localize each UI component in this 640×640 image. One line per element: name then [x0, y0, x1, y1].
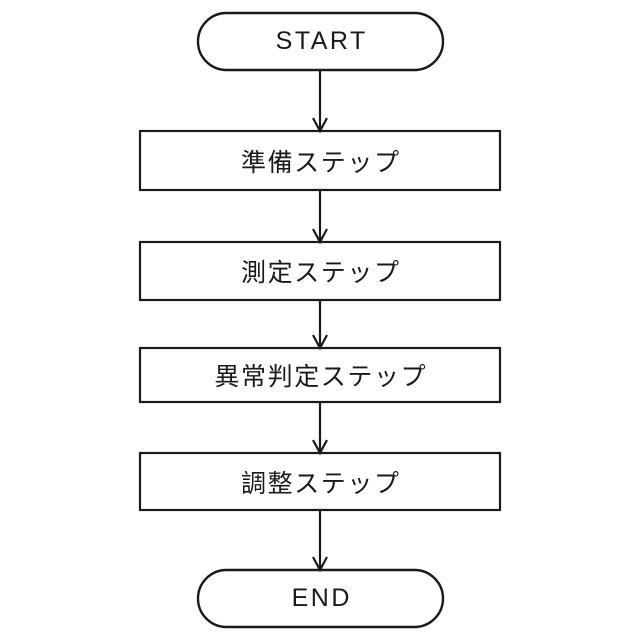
node-step-preparation[interactable] [138, 129, 502, 192]
node-step-measurement[interactable] [138, 240, 502, 302]
connector-measurement-to-abnormality [312, 300, 328, 351]
node-step-adjustment[interactable] [138, 451, 502, 512]
connector-adjustment-to-end [312, 510, 328, 573]
node-end[interactable] [196, 568, 445, 629]
connector-preparation-to-measurement [312, 190, 328, 245]
connector-start-to-preparation [312, 70, 328, 134]
node-start[interactable] [196, 11, 445, 72]
arrowhead-icon [312, 439, 328, 456]
arrowhead-icon [312, 228, 328, 245]
connector-abnormality-to-adjustment [312, 402, 328, 456]
node-step-abnormality-judgement[interactable] [138, 346, 502, 404]
arrowhead-icon [312, 117, 328, 134]
arrowhead-icon [312, 334, 328, 351]
arrowhead-icon [312, 556, 328, 573]
